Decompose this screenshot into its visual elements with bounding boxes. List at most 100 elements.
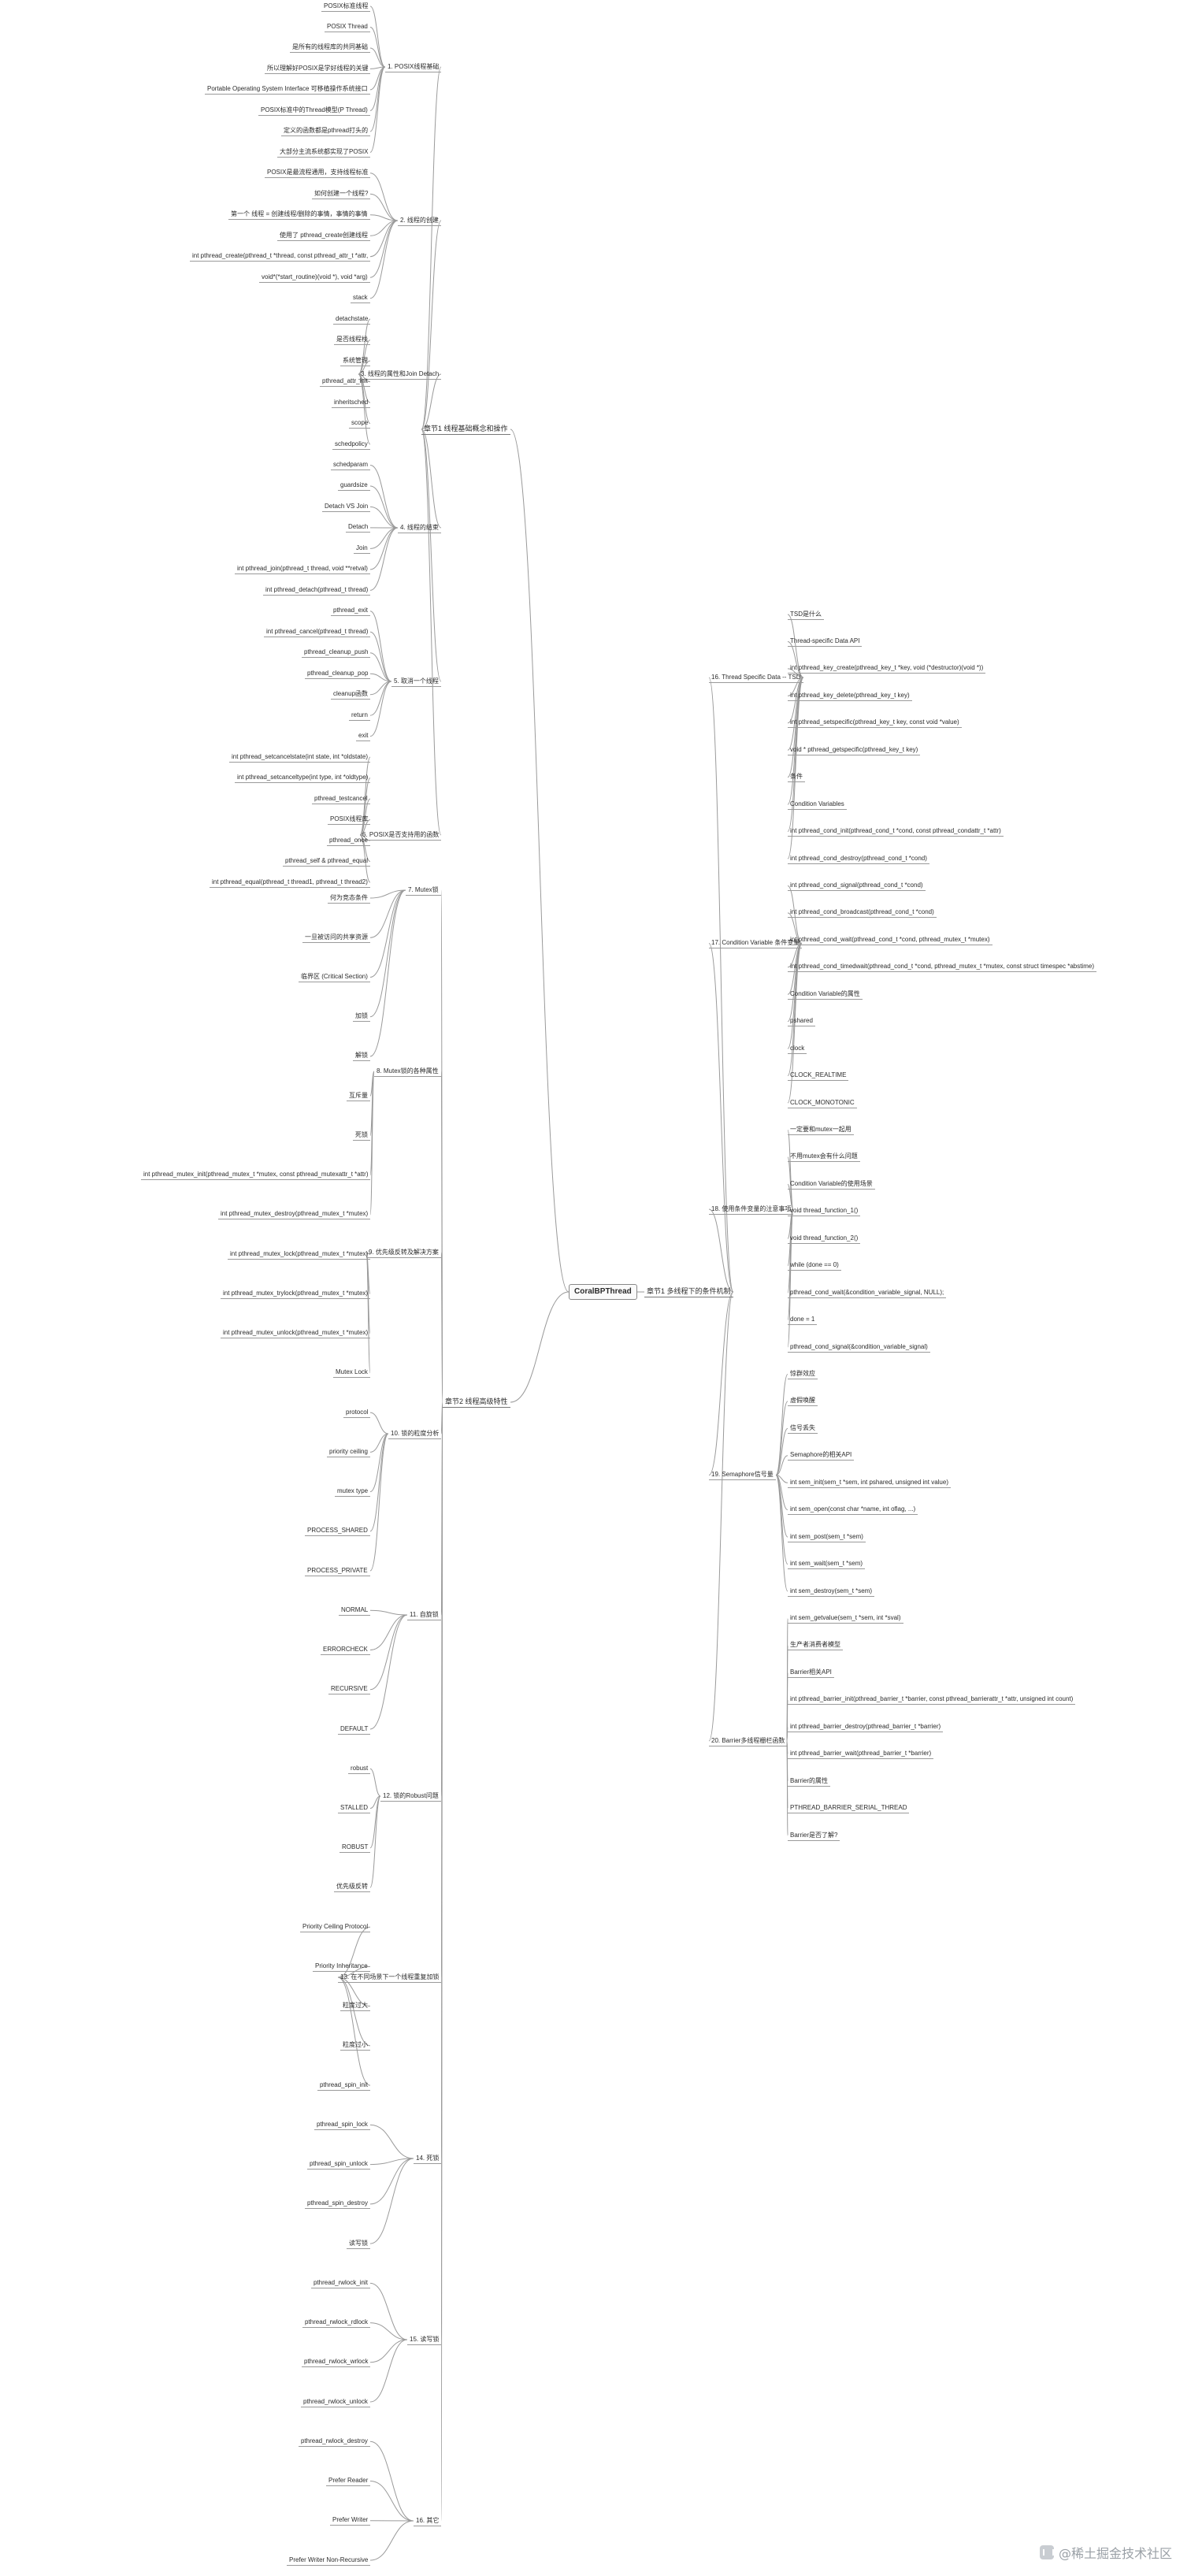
leaf-edge [369,2481,414,2522]
leaf-node: Priority Ceiling Protocol [300,1922,371,1932]
group-edge [440,1401,443,1435]
leaf-edge [775,1475,788,1565]
leaf-node: Semaphore的相关API [788,1450,855,1461]
group-node: 4. 线程的结束 [398,523,441,533]
leaf-edge [369,193,399,221]
leaf-node: Portable Operating System Interface 可移植操… [205,84,370,95]
leaf-node: int pthread_equal(pthread_t thread1, pth… [210,878,370,888]
leaf-node: 系统管理 [340,356,370,366]
leaf-node: 生产者消费者模型 [788,1640,843,1651]
leaf-node: int pthread_barrier_init(pthread_barrier… [788,1694,1076,1706]
leaf-edge [369,1614,408,1691]
leaf-edge [337,1965,371,1978]
leaf-node: 加锁 [353,1011,370,1023]
leaf-node: int pthread_key_create(pthread_key_t *ke… [788,663,986,674]
group-edge [440,1252,443,1403]
leaf-node: Thread-specific Data API [788,637,863,647]
leaf-edge [786,1726,788,1742]
group-node: 14. 死锁 [414,2154,442,2164]
leaf-node: pthread_rwlock_unlock [301,2397,370,2407]
leaf-node: CLOCK_MONOTONIC [788,1098,857,1108]
leaf-edge [369,220,399,299]
leaf-edge [369,485,399,529]
leaf-node: Barrier相关API [788,1668,834,1678]
leaf-node: 条件 [788,772,805,783]
leaf-node: 第一个 线程 = 创建线程/删除的事情，事情的事情 [228,210,370,221]
leaf-node: 惊群效应 [788,1369,818,1379]
leaf-edge [369,2158,414,2205]
leaf-edge [787,885,803,944]
leaf-node: CLOCK_REALTIME [788,1071,849,1082]
leaf-node: Barrier的属性 [788,1776,831,1787]
leaf-node: Condition Variable的属性 [788,989,863,1000]
leaf-node: 信号丢失 [788,1423,818,1434]
leaf-node: int sem_post(sem_t *sem) [788,1532,866,1542]
leaf-edge [369,2339,408,2363]
group-node: 9. 优先级反转及解决方案 [366,1248,441,1258]
leaf-node: pthread_rwlock_init [311,2278,370,2288]
leaf-edge [369,681,392,737]
leaf-node: int pthread_detach(pthread_t thread) [263,585,371,596]
group-edge [421,220,442,430]
leaf-node: robust [348,1764,371,1774]
leaf-node: int sem_open(const char *name, int oflag… [788,1505,918,1516]
group-edge [421,66,442,430]
leaf-node: pthread_spin_unlock [307,2159,370,2170]
leaf-node: pthread_cleanup_pop [305,669,371,679]
leaf-edge [787,1183,794,1210]
leaf-edge [369,527,399,570]
group-edge [421,429,442,836]
leaf-node: pthread_rwlock_wrlock [302,2357,371,2368]
leaf-node: Condition Variable的使用场景 [788,1179,875,1190]
leaf-edge [369,1768,381,1797]
leaf-node: void thread_function_1() [788,1206,861,1217]
leaf-edge [337,1977,371,2007]
leaf-node: pthread_spin_lock [314,2120,370,2130]
leaf-node: pthread_spin_destroy [305,2199,370,2210]
leaf-edge [369,673,392,682]
root-node: CoralBPThread [569,1284,637,1300]
leaf-edge [369,1071,375,1216]
group-node: 10. 锁的粒度分析 [388,1429,442,1439]
leaf-edge [369,2158,414,2166]
leaf-edge [358,340,371,375]
leaf-edge [369,527,399,549]
leaf-node: 粒度过大 [340,2001,370,2012]
leaf-node: Detach [346,522,371,533]
leaf-edge [787,1208,794,1212]
leaf-node: int pthread_mutex_trylock(pthread_mutex_… [221,1289,371,1299]
leaf-node: Prefer Reader [326,2476,371,2487]
leaf-node: 读写锁 [347,2239,370,2249]
leaf-node: 优先级反转 [334,1882,370,1893]
leaf-node: Prefer Writer [330,2515,371,2526]
leaf-node: NORMAL [339,1605,371,1616]
leaf-node: 粒度过小 [340,2040,370,2051]
leaf-edge [369,889,406,938]
leaf-node: POSIX Thread [325,22,370,32]
leaf-node: 互斥量 [347,1091,370,1101]
leaf-node: pthread_cond_signal(&condition_variable_… [788,1342,930,1353]
leaf-node: 不用mutex会有什么问题 [788,1152,860,1163]
leaf-node: priority ceiling [327,1447,370,1457]
leaf-node: int pthread_setcancelstate(int state, in… [229,752,370,763]
group-edge [708,1291,734,1475]
leaf-node: pthread_spin_init [317,2080,370,2091]
leaf-node: int pthread_cond_wait(pthread_cond_t *co… [788,935,992,945]
leaf-edge [369,889,406,1018]
group-node: 19. Semaphore信号量 [709,1470,776,1480]
leaf-edge [369,631,392,682]
leaf-node: Barrier是否了解? [788,1831,840,1841]
leaf-edge [369,1609,408,1616]
leaf-node: int pthread_barrier_wait(pthread_barrier… [788,1749,934,1760]
leaf-edge [369,1412,389,1435]
leaf-node: void*(*start_routine)(void *), void *arg… [259,273,370,283]
leaf-edge [337,1977,371,2086]
leaf-node: int pthread_key_delete(pthread_key_t key… [788,691,912,701]
leaf-node: scope [349,418,371,429]
leaf-node: pshared [788,1016,815,1027]
chapter-edge [510,429,570,1293]
leaf-node: int pthread_mutex_lock(pthread_mutex_t *… [228,1249,371,1260]
leaf-node: 一旦被访问的共享资源 [302,933,370,943]
leaf-edge [369,527,399,591]
leaf-node: pthread_cond_wait(&condition_variable_si… [788,1288,947,1298]
